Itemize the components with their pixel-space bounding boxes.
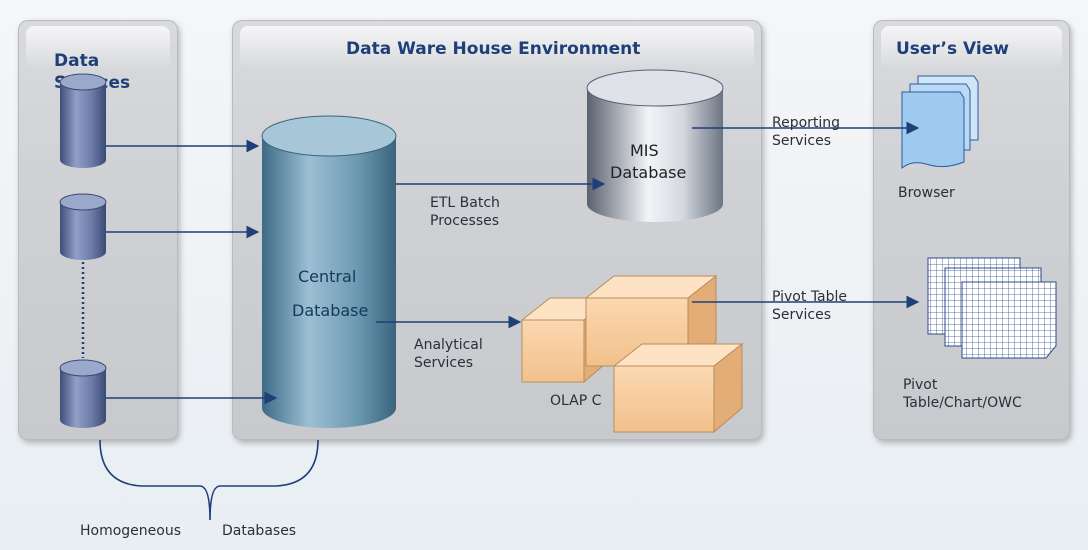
homogeneous-brace — [99, 439, 319, 521]
source-db-1-icon — [59, 73, 107, 168]
mis-database-icon — [586, 69, 724, 222]
data-warehouse-title: Data Ware House Environment — [346, 39, 641, 59]
source-db-3-icon — [59, 359, 107, 428]
etl-label-line1: ETL Batch — [430, 195, 500, 211]
data-sources-title-line1: Data — [54, 51, 100, 71]
olap-label: OLAP C — [550, 393, 602, 409]
reporting-label-line1: Reporting — [772, 115, 841, 131]
olap-cube-2-icon — [584, 274, 718, 368]
browser-label: Browser — [898, 185, 955, 201]
footer-homogeneous-label: Homogeneous — [80, 523, 182, 539]
central-database-label: Central Database — [292, 260, 368, 328]
pivot-services-label-line1: Pivot Table — [772, 289, 848, 305]
users-view-title: User’s View — [896, 39, 1009, 59]
pivot-services-label-line2: Services — [772, 307, 832, 323]
footer-databases-label: Databases — [222, 523, 297, 539]
mis-database-label: MIS Database — [610, 140, 686, 184]
etl-label: ETL Batch Processes — [430, 194, 500, 230]
mis-database-label-line2: Database — [610, 163, 687, 182]
pivot-grid-icon — [927, 257, 1057, 359]
analytical-label-line2: Services — [414, 355, 474, 371]
reporting-label-line2: Services — [772, 133, 832, 149]
reporting-label: Reporting Services — [772, 114, 840, 150]
flow-arrows — [106, 121, 920, 405]
olap-cube-3-icon — [612, 342, 744, 434]
pivot-view-label: Pivot Table/Chart/OWC — [903, 376, 1022, 412]
mis-database-label-line1: MIS — [630, 141, 659, 160]
browser-pages-icon — [901, 75, 979, 170]
central-database-label-line1: Central — [298, 267, 357, 286]
pivot-view-label-line2: Table/Chart/OWC — [903, 395, 1022, 411]
etl-label-line2: Processes — [430, 213, 500, 229]
pivot-services-label: Pivot Table Services — [772, 288, 847, 324]
analytical-label: Analytical Services — [414, 336, 483, 372]
central-database-icon — [261, 115, 397, 428]
analytical-label-line1: Analytical — [414, 337, 483, 353]
central-database-label-line2: Database — [292, 301, 369, 320]
pivot-view-label-line1: Pivot — [903, 377, 938, 393]
source-db-2-icon — [59, 193, 107, 260]
